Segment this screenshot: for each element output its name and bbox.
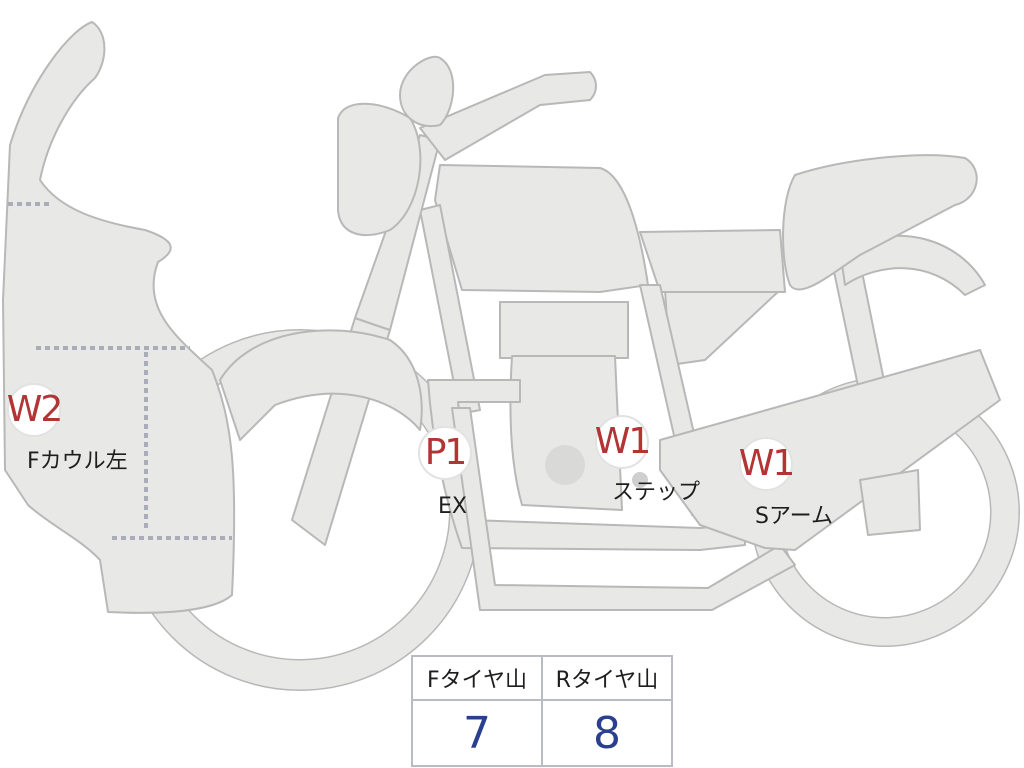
mirror (399, 55, 455, 128)
rear-tire-value: 8 (541, 699, 673, 767)
swing-arm (659, 349, 1001, 551)
marker-code: W1 (738, 443, 795, 484)
front-tire-value: 7 (411, 699, 543, 767)
marker-exhaust: P1 (418, 426, 472, 480)
label-fairing-left: Fカウル左 (27, 449, 128, 474)
rear-tire-header: Rタイヤ山 (541, 655, 673, 701)
handlebar (419, 71, 597, 161)
frame-rail (639, 229, 786, 293)
marker-swing-arm: W1 (738, 437, 795, 491)
label-step: ステップ (612, 480, 701, 505)
fairing (2, 21, 236, 614)
engine-top (499, 301, 629, 359)
seat (782, 154, 978, 291)
marker-step: W1 (594, 415, 651, 469)
label-exhaust: EX (438, 494, 467, 519)
label-swing-arm: Sアーム (755, 504, 833, 529)
front-fender (219, 329, 423, 441)
marker-code: P1 (424, 432, 468, 473)
headlight (337, 102, 422, 237)
fuel-tank (434, 164, 649, 293)
front-tire-header: Fタイヤ山 (411, 655, 543, 701)
marker-code: W1 (594, 421, 651, 462)
muffler (859, 469, 921, 536)
exhaust-pipe (427, 379, 746, 551)
side-cover (664, 289, 781, 366)
marker-fairing-left: W2 (6, 383, 63, 437)
tire-tread-table: Fタイヤ山 Rタイヤ山 7 8 (411, 655, 673, 767)
frame-tube (419, 204, 481, 415)
marker-code: W2 (6, 389, 63, 430)
